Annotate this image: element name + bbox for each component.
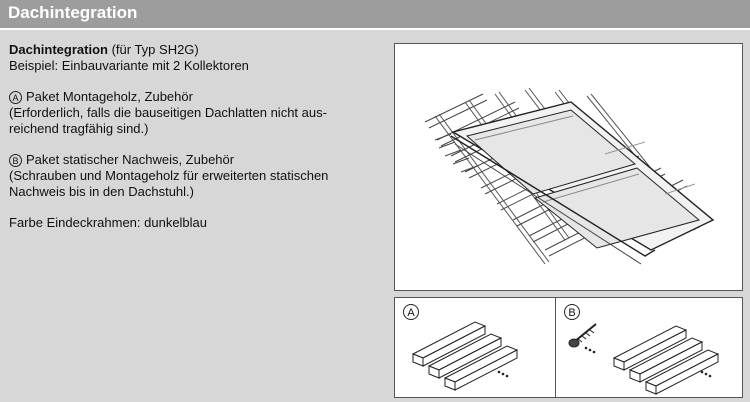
color-note: Farbe Eindeckrahmen: dunkelblau [9,215,208,230]
intro-title-suffix: (für Typ SH2G) [107,42,199,57]
roof-drawing-icon [424,87,715,265]
screws-and-boards-icon [568,323,720,395]
description-text: Dachintegration (für Typ SH2G) Beispiel:… [9,42,379,246]
package-b-illustration: B [555,297,743,398]
marker-b-icon: B [9,154,22,167]
package-a-illustration: A [394,297,561,398]
marker-a-icon: A [9,91,22,104]
package-a-letter: A [403,304,419,320]
intro-title: Dachintegration [9,42,108,57]
item-a-paragraph: A Paket Montageholz, Zubehör (Erforderlic… [9,89,379,137]
wooden-boards-icon [411,321,519,391]
item-b-paragraph: B Paket statischer Nachweis, Zubehör (Sch… [9,152,379,200]
item-a-label: Paket Montageholz, Zubehör [26,89,193,104]
page-title: Dachintegration [8,3,138,22]
intro-paragraph: Dachintegration (für Typ SH2G) Beispiel:… [9,42,379,74]
intro-example: Beispiel: Einbauvariante mit 2 Kollektor… [9,58,249,73]
item-a-note-line2: reichend tragfähig sind.) [9,121,149,136]
package-b-letter: B [564,304,580,320]
item-a-note-line1: (Erforderlich, falls die bauseitigen Dac… [9,105,327,120]
item-b-note-line2: Nachweis bis in den Dachstuhl.) [9,184,194,199]
roof-integration-illustration [394,43,743,291]
item-b-note-line1: (Schrauben und Montageholz für erweitert… [9,168,329,183]
item-b-label: Paket statischer Nachweis, Zubehör [26,152,235,167]
header-bar: Dachintegration [0,0,750,30]
